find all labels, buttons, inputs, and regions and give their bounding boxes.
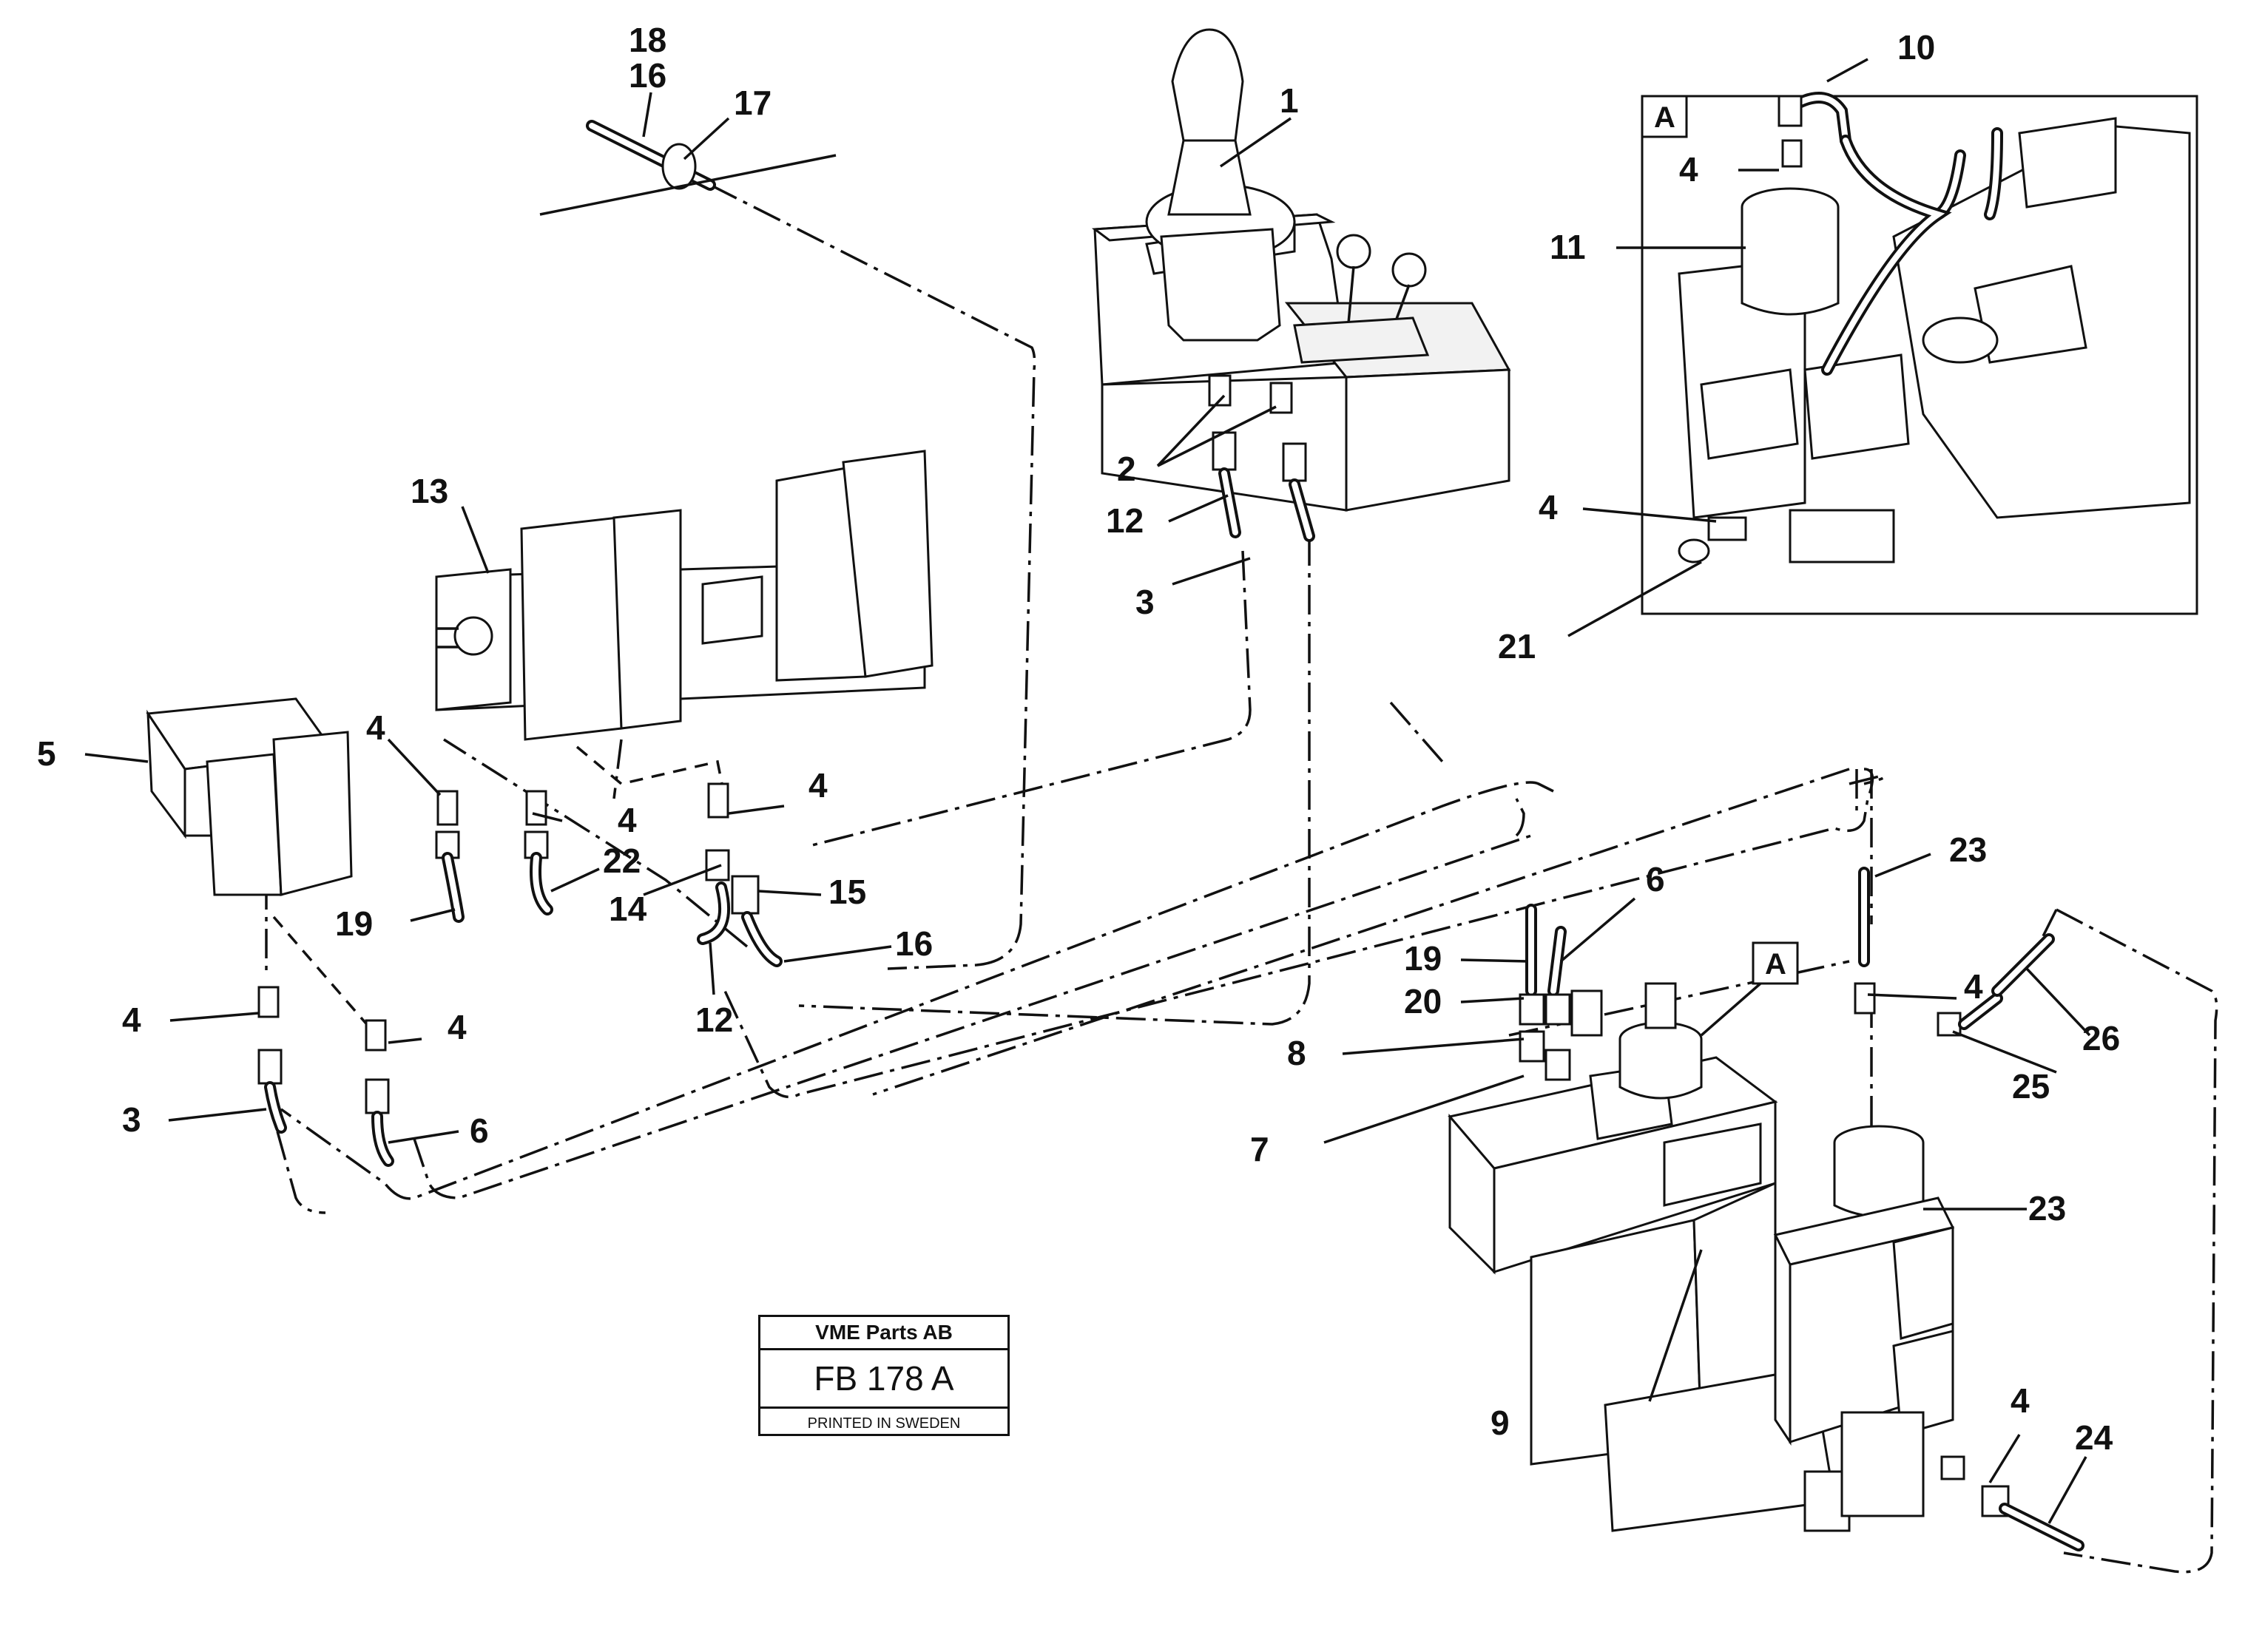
label-7: 7 bbox=[1250, 1130, 1269, 1168]
label-26: 26 bbox=[2082, 1019, 2120, 1057]
label-19: 19 bbox=[1404, 939, 1442, 978]
label-14: 14 bbox=[609, 890, 647, 928]
label-12: 12 bbox=[695, 1001, 733, 1039]
joystick-lever bbox=[1091, 28, 1511, 512]
detail-box-label: A bbox=[1654, 101, 1675, 134]
routing-lines bbox=[265, 183, 2218, 1574]
label-24: 24 bbox=[2075, 1418, 2113, 1457]
label-21: 21 bbox=[1498, 627, 1536, 666]
detail-a bbox=[1641, 92, 2198, 615]
fittings-valve-9 bbox=[1519, 904, 1603, 1081]
label-3: 3 bbox=[122, 1100, 141, 1139]
fittings-middle bbox=[257, 782, 783, 1167]
plate-printed: PRINTED IN SWEDEN bbox=[807, 1415, 961, 1432]
label-6: 6 bbox=[1646, 860, 1665, 898]
main-valve-9 bbox=[1448, 982, 1851, 1532]
label-17: 17 bbox=[734, 84, 772, 122]
label-3: 3 bbox=[1135, 583, 1155, 621]
valve-23 bbox=[1773, 1125, 1955, 1517]
label-12: 12 bbox=[1106, 501, 1144, 540]
hose-top-left bbox=[539, 120, 837, 216]
label-10: 10 bbox=[1897, 28, 1935, 67]
title-plate: VME Parts AB FB 178 A PRINTED IN SWEDEN bbox=[758, 1315, 1010, 1436]
label-4: 4 bbox=[366, 708, 385, 747]
label-16: 16 bbox=[895, 924, 933, 963]
valve-block-13 bbox=[435, 450, 934, 741]
hose-23-assembly bbox=[1854, 867, 2084, 1551]
label-8: 8 bbox=[1287, 1034, 1306, 1072]
label-11: 11 bbox=[1550, 228, 1586, 266]
label-4: 4 bbox=[448, 1008, 467, 1046]
label-6: 6 bbox=[470, 1111, 489, 1150]
label-18: 18 bbox=[629, 21, 666, 59]
valve-block-5 bbox=[146, 697, 353, 896]
label-4: 4 bbox=[1539, 488, 1558, 527]
label-4: 4 bbox=[1679, 150, 1698, 189]
label-23: 23 bbox=[1949, 830, 1987, 869]
label-15: 15 bbox=[828, 873, 866, 911]
label-1: 1 bbox=[1280, 81, 1299, 120]
label-9: 9 bbox=[1491, 1404, 1510, 1442]
label-13: 13 bbox=[411, 472, 448, 510]
label-4: 4 bbox=[1964, 967, 1983, 1006]
plate-code: FB 178 A bbox=[760, 1350, 1007, 1409]
plate-company: VME Parts AB bbox=[760, 1317, 1007, 1350]
label-23: 23 bbox=[2028, 1189, 2066, 1228]
label-25: 25 bbox=[2012, 1067, 2050, 1106]
label-4: 4 bbox=[808, 766, 828, 805]
detail-ref-label: A bbox=[1765, 948, 1786, 981]
detail-a-markers: A A bbox=[1654, 101, 1799, 985]
label-19: 19 bbox=[335, 904, 373, 943]
leader-lines bbox=[84, 58, 2091, 1524]
label-2: 2 bbox=[1117, 450, 1136, 488]
label-4: 4 bbox=[2011, 1381, 2030, 1420]
label-4: 4 bbox=[122, 1001, 141, 1039]
label-5: 5 bbox=[37, 734, 56, 773]
label-20: 20 bbox=[1404, 982, 1442, 1020]
label-4: 4 bbox=[618, 801, 637, 839]
label-22: 22 bbox=[603, 842, 641, 880]
callout-numbers: 1 2 12 3 13 5 4 4 4 19 22 14 15 16 12 4 … bbox=[37, 21, 2120, 1457]
label-16: 16 bbox=[629, 56, 666, 95]
